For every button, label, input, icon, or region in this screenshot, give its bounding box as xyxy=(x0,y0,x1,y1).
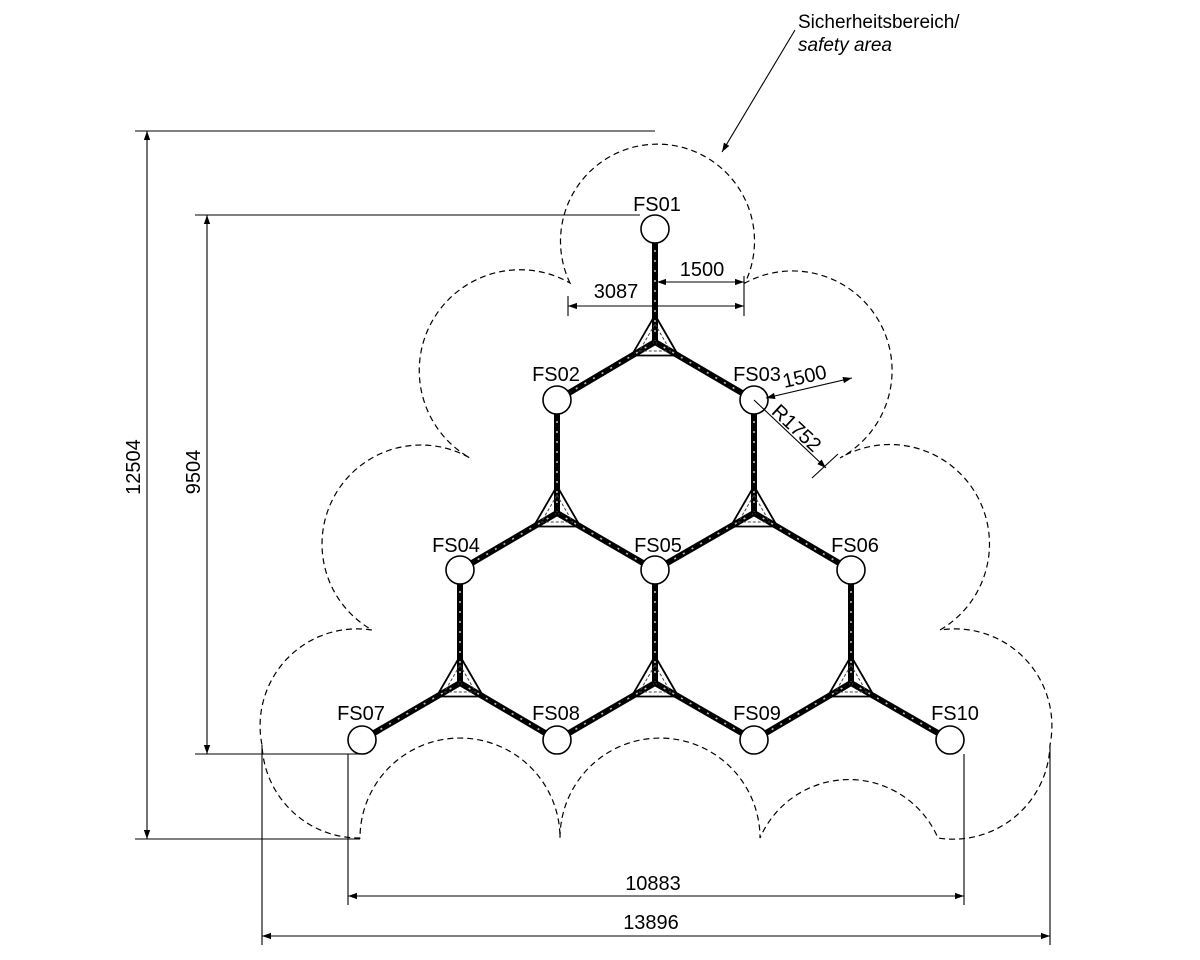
post-circle xyxy=(640,555,670,585)
extension-lines xyxy=(135,130,1051,945)
triangle-node-net xyxy=(737,494,771,523)
safety-area-boundary xyxy=(259,143,1053,840)
post-circle xyxy=(542,385,572,415)
post-label: FS09 xyxy=(733,703,781,725)
rope-beam xyxy=(555,339,657,403)
post-label: FS01 xyxy=(633,194,681,216)
rope-beam xyxy=(653,680,756,743)
dim-total-width: 13896 xyxy=(623,912,679,934)
triangle-node xyxy=(630,654,680,698)
post-circle xyxy=(640,214,670,244)
triangle-node-center xyxy=(849,681,853,685)
post-circle xyxy=(445,555,475,585)
post-label: FS08 xyxy=(532,703,580,725)
post-circle xyxy=(935,725,965,755)
triangle-node xyxy=(826,654,876,698)
triangle-node xyxy=(435,654,485,698)
dim-line-radius xyxy=(753,399,827,469)
post-circle xyxy=(542,725,572,755)
post-circle xyxy=(836,555,866,585)
triangle-node-center xyxy=(752,511,756,515)
post-label: FS06 xyxy=(831,535,879,557)
post-label: FS02 xyxy=(532,364,580,386)
triangle-node-net xyxy=(443,664,477,693)
dim-radius: R1752 xyxy=(767,400,825,456)
triangle-node xyxy=(532,484,582,528)
triangle-node-frame xyxy=(826,654,876,698)
dim-line-clearance xyxy=(765,376,853,400)
rope-beam xyxy=(653,339,756,403)
dim-post-height: 9504 xyxy=(183,450,205,495)
triangle-node-center xyxy=(555,511,559,515)
dim-post-width: 10883 xyxy=(625,873,681,895)
dim-span-center: 3087 xyxy=(594,281,639,303)
post-label: FS04 xyxy=(432,535,480,557)
post-label: FS10 xyxy=(931,703,979,725)
post-label: FS05 xyxy=(634,535,682,557)
annotation-leader xyxy=(721,29,796,153)
triangle-node-center xyxy=(653,681,657,685)
triangle-node xyxy=(729,484,779,528)
post-circle xyxy=(347,725,377,755)
triangle-node-frame xyxy=(435,654,485,698)
dim-clearance: 1500 xyxy=(780,361,828,392)
rope-beam xyxy=(849,680,952,743)
triangle-node-frame xyxy=(729,484,779,528)
triangle-node-center xyxy=(653,340,657,344)
triangle-node-frame xyxy=(630,313,680,357)
triangle-node-center xyxy=(458,681,462,685)
annotation-line-1: Sicherheitsbereich/ xyxy=(798,12,960,33)
connector-nodes xyxy=(435,313,876,698)
annotation-line-2: safety area xyxy=(798,35,892,56)
dim-half-span: 1500 xyxy=(680,259,725,281)
triangle-node-net xyxy=(638,664,672,693)
dim-line-radius-tick xyxy=(811,453,839,479)
post-label: FS03 xyxy=(733,364,781,386)
triangle-node-net xyxy=(834,664,868,693)
post-circle xyxy=(739,725,769,755)
post-label: FS07 xyxy=(337,703,385,725)
triangle-node xyxy=(630,313,680,357)
triangle-node-frame xyxy=(630,654,680,698)
triangle-node-net xyxy=(638,323,672,352)
triangle-node-net xyxy=(540,494,574,523)
rope-beam xyxy=(653,510,756,573)
triangle-node-frame xyxy=(532,484,582,528)
dim-total-height: 12504 xyxy=(123,439,145,495)
